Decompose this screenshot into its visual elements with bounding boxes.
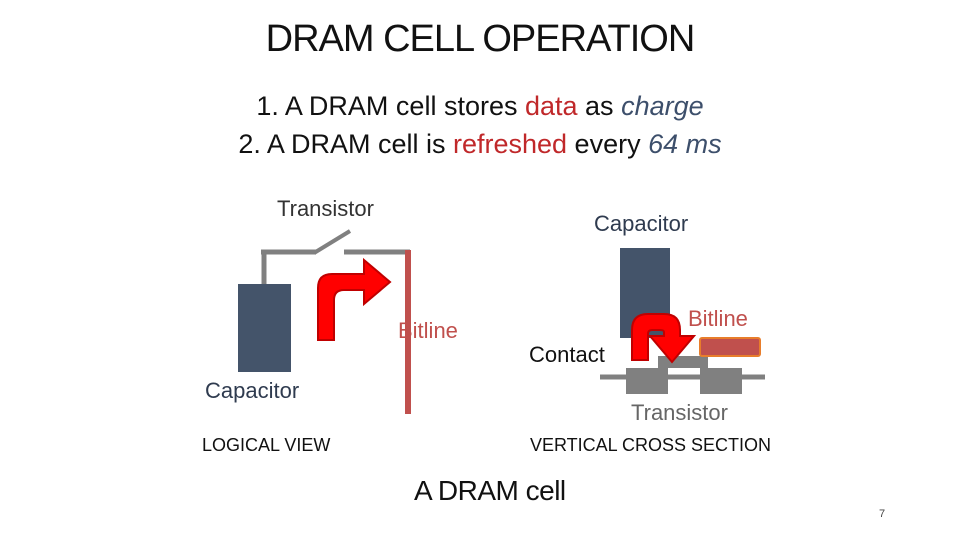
logical-capacitor [238,284,291,372]
drain-diffusion [700,368,742,394]
point-1-text: A DRAM cell stores [284,91,525,121]
cross-capacitor-label: Capacitor [594,211,689,236]
cross-section [600,248,765,394]
gate-block [658,356,708,368]
point-2-mid: every [567,129,649,159]
point-1: 1. A DRAM cell stores data as charge [0,91,960,122]
cross-transistor-label: Transistor [631,400,728,425]
cross-section-caption: VERTICAL CROSS SECTION [530,435,772,455]
point-1-highlight: data [524,91,578,121]
page-number: 7 [879,508,886,520]
logical-view [238,229,411,414]
point-2-highlight: refreshed [452,129,568,159]
logical-capacitor-label: Capacitor [205,378,300,403]
cross-bitline-label: Bitline [688,306,748,331]
logical-bitline-label: Bitline [398,318,458,343]
logical-view-caption: LOGICAL VIEW [202,435,331,455]
source-diffusion [626,368,668,394]
contact-label: Contact [529,342,605,367]
point-2-number: 2. [238,129,261,159]
point-2: 2. A DRAM cell is refreshed every 64 ms [0,129,960,160]
logical-transistor-label: Transistor [277,196,374,221]
point-1-mid: as [577,91,622,121]
point-2-text: A DRAM cell is [266,129,453,159]
logical-arrow-icon [317,257,392,341]
point-1-number: 1. [256,91,279,121]
page-title: DRAM CELL OPERATION [265,18,696,60]
cross-arrow-icon [631,313,697,364]
point-1-emphasis: charge [621,91,704,121]
cross-bitline [699,337,761,357]
point-2-emphasis: 64 ms [648,129,722,159]
dram-cell-label: A DRAM cell [414,475,566,506]
transistor-switch [312,229,352,255]
